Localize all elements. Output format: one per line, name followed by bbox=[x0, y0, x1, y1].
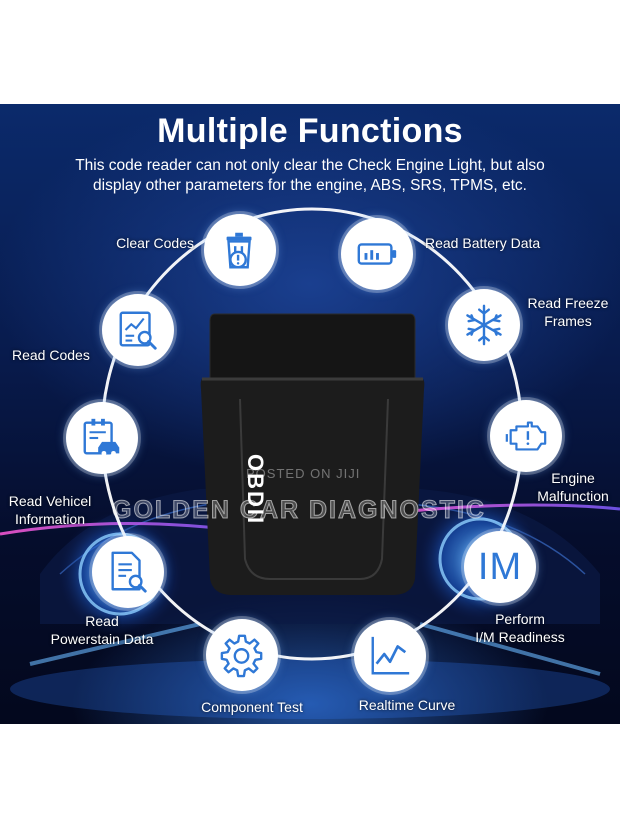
read-freeze-line-1: Read Freeze bbox=[527, 295, 609, 311]
watermark-large: GOLDEN CAR DIAGNOSTIC bbox=[112, 496, 486, 525]
im-readiness-icon-circle: IM bbox=[464, 531, 536, 603]
read-freeze-label: Read Freeze Frames bbox=[516, 294, 620, 330]
realtime-curve-label: Realtime Curve bbox=[358, 697, 456, 713]
read-codes-icon-circle bbox=[102, 294, 174, 366]
engine-line-2: Malfunction bbox=[537, 488, 609, 504]
page-title: Multiple Functions bbox=[157, 112, 463, 150]
line-chart-icon bbox=[371, 636, 410, 675]
trash-alert-icon bbox=[226, 232, 252, 269]
freeze-frames-icon-circle bbox=[448, 289, 520, 361]
subtitle-line-2: display other parameters for the engine,… bbox=[93, 177, 527, 194]
chart-search-icon bbox=[119, 311, 157, 350]
read-codes-label: Read Codes bbox=[12, 347, 90, 363]
engine-icon-circle bbox=[490, 400, 562, 472]
im-line-2: I/M Readiness bbox=[475, 629, 565, 645]
read-freeze-line-2: Frames bbox=[544, 313, 592, 329]
background-art bbox=[0, 207, 620, 719]
clear-codes-label: Clear Codes bbox=[116, 235, 194, 251]
clear-codes-icon-circle bbox=[204, 214, 276, 286]
im-line-1: Perform bbox=[495, 611, 545, 627]
engine-malfunction-label: Engine Malfunction bbox=[526, 469, 620, 505]
component-test-label: Component Test bbox=[201, 699, 303, 715]
powertrain-line-2: Powerstain Data bbox=[50, 631, 154, 647]
im-icon: IM bbox=[477, 545, 523, 588]
check-engine-icon bbox=[505, 421, 547, 451]
watermark-small: POSTED ON JIJI bbox=[246, 466, 361, 481]
vehicle-line-2: Information bbox=[14, 511, 86, 527]
powertrain-icon-circle bbox=[92, 536, 164, 608]
poster: Multiple Functions This code reader can … bbox=[0, 104, 620, 724]
component-test-icon-circle bbox=[206, 619, 278, 691]
page-subtitle: This code reader can not only clear the … bbox=[30, 156, 590, 196]
im-readiness-label: Perform I/M Readiness bbox=[462, 610, 578, 646]
car-clipboard-icon bbox=[83, 418, 120, 456]
vehicle-info-icon-circle bbox=[66, 402, 138, 474]
subtitle-line-1: This code reader can not only clear the … bbox=[75, 157, 545, 174]
powertrain-label: Read Powerstain Data bbox=[40, 612, 164, 648]
powertrain-line-1: Read bbox=[85, 613, 119, 629]
snowflake-icon bbox=[466, 304, 502, 346]
battery-icon-circle bbox=[341, 218, 413, 290]
realtime-curve-icon-circle bbox=[354, 620, 426, 692]
document-search-icon bbox=[111, 551, 147, 593]
battery-icon bbox=[357, 243, 397, 265]
obd-device bbox=[200, 313, 425, 595]
vehicle-info-label: Read Vehicel Information bbox=[0, 492, 100, 528]
read-battery-label: Read Battery Data bbox=[425, 235, 541, 251]
vehicle-line-1: Read Vehicel bbox=[8, 493, 92, 509]
engine-line-1: Engine bbox=[551, 470, 595, 486]
gear-icon bbox=[220, 634, 263, 678]
